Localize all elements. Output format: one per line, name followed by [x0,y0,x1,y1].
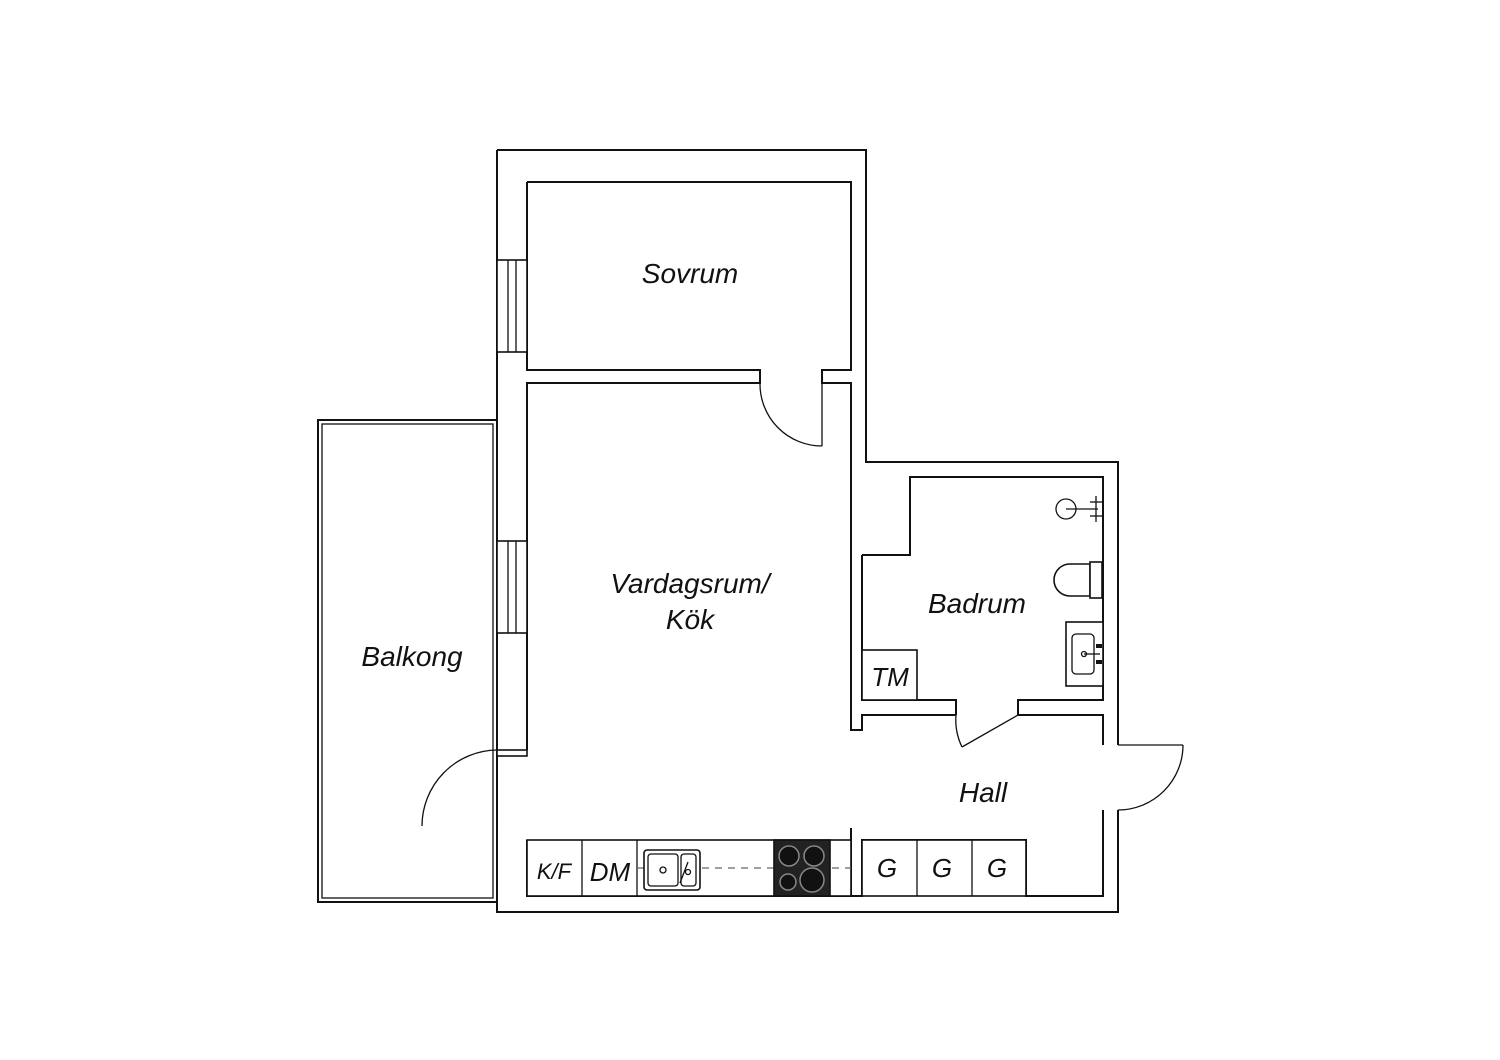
window-living [496,540,528,634]
unit-label-wardrobe-2: G [932,853,952,883]
toilet-icon [1053,561,1103,599]
room-label-bedroom: Sovrum [642,258,738,289]
unit-label-fridge-freezer: K/F [537,859,573,884]
door-bedroom [759,382,823,447]
balcony-rail [321,423,494,899]
room-label-hall: Hall [959,777,1008,808]
stove [773,839,831,897]
washer-box [861,649,918,701]
washbasin-icon [1065,621,1104,687]
room-label-bathroom: Badrum [928,588,1026,619]
exterior-wall-outer [496,149,1119,913]
unit-label-dishwasher: DM [590,857,631,887]
unit-label-washer: TM [871,662,909,692]
room-label-balcony: Balkong [361,641,463,672]
window-bedroom [496,259,528,353]
room-label-living-line1: Vardagsrum/ [610,568,772,599]
unit-label-wardrobe-1: G [877,853,897,883]
exterior-wall-inner [526,181,1104,897]
shower-icon [1055,496,1102,522]
kitchen-sink [643,849,701,891]
room-label-living-line2: Kök [666,604,716,635]
balcony-outline [317,419,498,903]
door-entrance [1117,744,1184,811]
unit-label-wardrobe-3: G [987,853,1007,883]
interior-wall-bedroom [527,369,761,384]
wardrobes [861,839,1027,897]
door-balcony [421,749,528,827]
door-bathroom [955,714,1019,748]
